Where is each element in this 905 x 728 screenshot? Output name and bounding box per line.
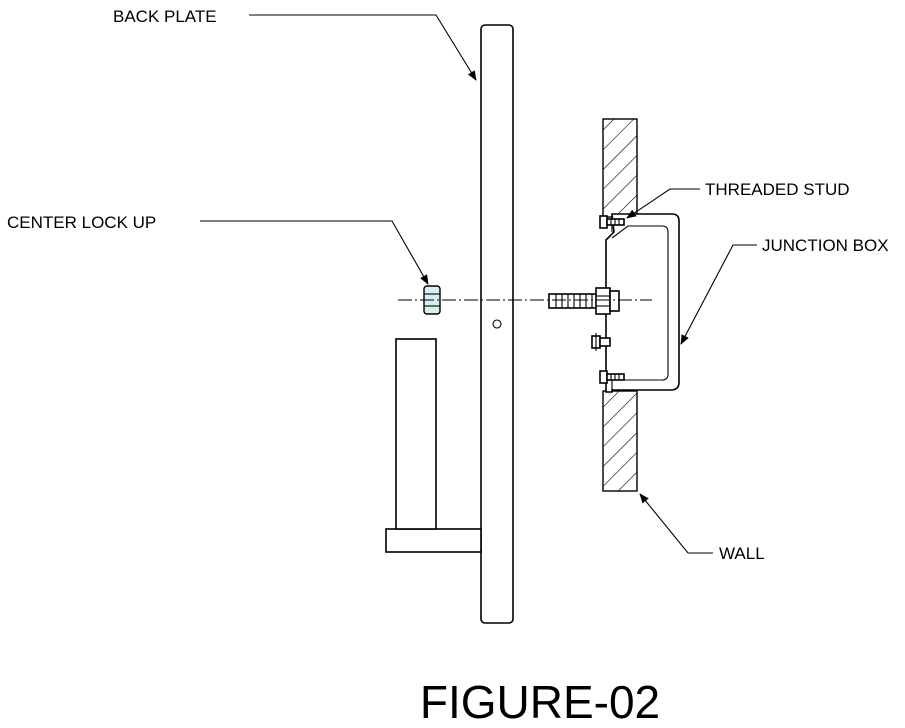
center-lock-up-leader [200, 220, 429, 285]
wall-leader [639, 493, 713, 554]
junction-box-leader [680, 244, 757, 345]
threaded-stud [548, 287, 620, 315]
stud-thread-lines [555, 294, 593, 308]
figure-title: FIGURE-02 [420, 676, 660, 728]
back-plate [480, 24, 514, 624]
back-plate-hole [492, 319, 502, 329]
wall-lower-section [602, 390, 638, 492]
label-back-plate: BACK PLATE [113, 7, 217, 26]
label-threaded-stud: THREADED STUD [705, 180, 850, 199]
fixture-arm [385, 338, 482, 553]
label-wall: WALL [719, 544, 765, 563]
label-junction-box: JUNCTION BOX [762, 236, 889, 255]
wall-upper-section [602, 118, 638, 218]
back-plate-leader [249, 14, 477, 81]
back-plate-body [480, 24, 514, 624]
junction-box-inner-wall [611, 225, 669, 381]
junction-box [591, 213, 680, 393]
fixture-arm-horizontal [385, 528, 482, 553]
stud-nut [595, 287, 611, 315]
stud-washer [609, 290, 620, 312]
wall [602, 118, 638, 492]
junction-box-body [605, 213, 680, 393]
top-screw-icon [599, 215, 625, 229]
threaded-stud-leader [626, 188, 700, 219]
ground-screw-icon [591, 333, 611, 351]
bottom-screw-icon [599, 370, 625, 384]
fixture-arm-vertical [395, 338, 437, 530]
label-center-lock-up: CENTER LOCK UP [7, 213, 156, 232]
